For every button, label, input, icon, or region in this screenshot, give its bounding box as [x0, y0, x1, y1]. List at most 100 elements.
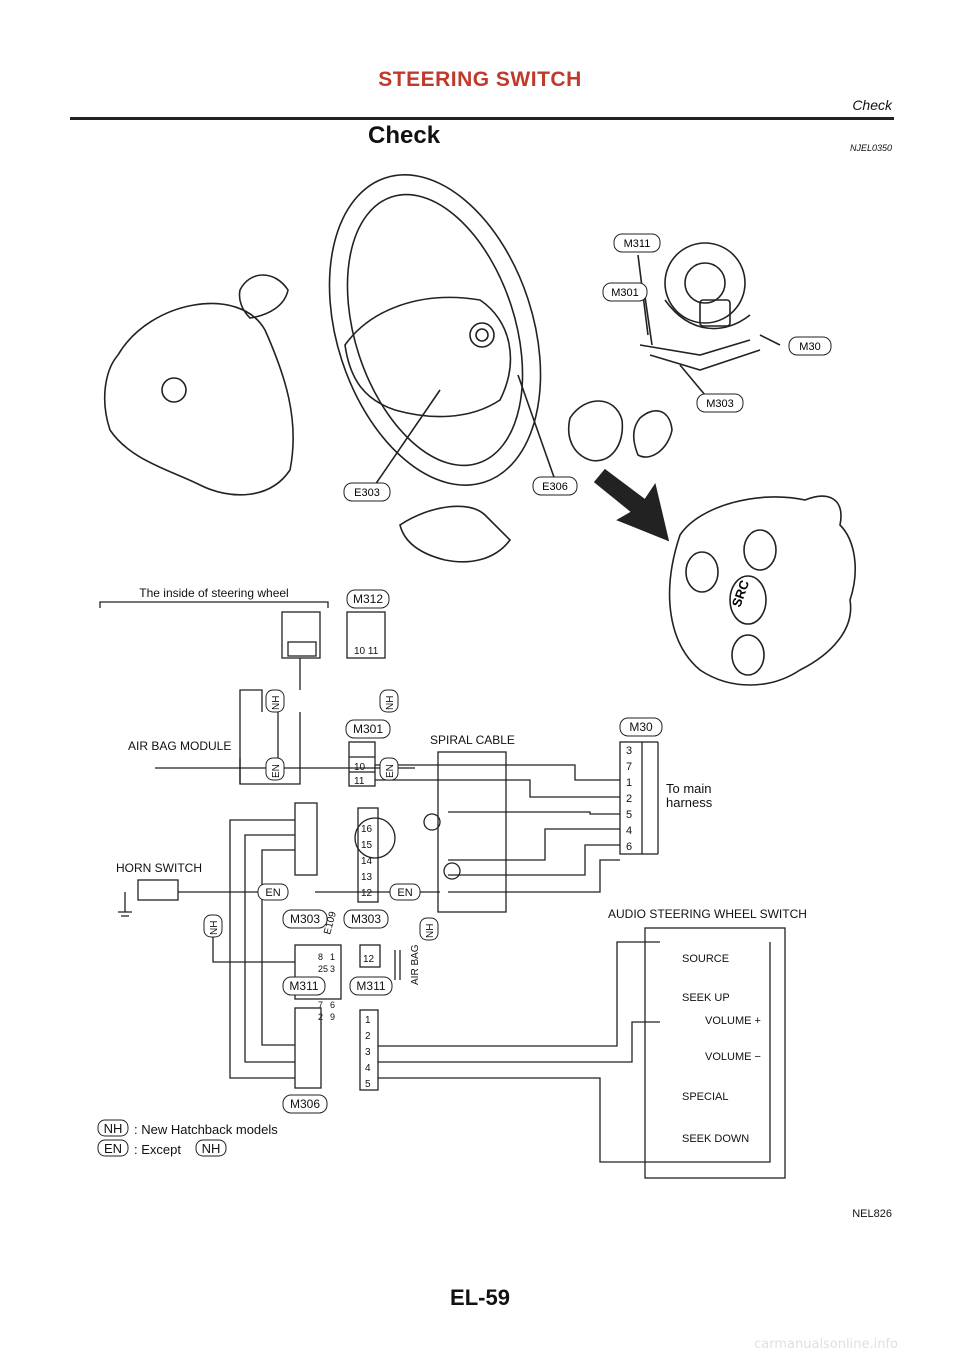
- m303-pins: 16 15 14 13 12: [361, 824, 373, 899]
- switch-piece-right: [632, 410, 673, 458]
- branch-en-horn: EN: [265, 887, 280, 899]
- audio-switch-volume-down: VOLUME −: [705, 1051, 761, 1063]
- steering-wheel-inner: [346, 193, 524, 467]
- svg-text:3: 3: [330, 964, 335, 974]
- svg-text:13: 13: [361, 872, 373, 883]
- callout-m301-top: M301: [611, 287, 639, 299]
- trim-cap: [238, 274, 289, 319]
- branch-en-horn-right: EN: [397, 887, 412, 899]
- svg-text:15: 15: [361, 840, 373, 851]
- svg-text:1: 1: [330, 952, 335, 962]
- branch-nh-horn: NH: [209, 921, 220, 935]
- src-button-label: SRC: [729, 578, 753, 609]
- legend-en-code: EN: [104, 1141, 122, 1156]
- section-code: NJEL0350: [849, 143, 892, 153]
- steering-wheel-rim: [328, 174, 542, 486]
- header-subtitle: Check: [852, 97, 892, 113]
- svg-text:6: 6: [330, 1000, 335, 1010]
- svg-text:2: 2: [626, 793, 632, 805]
- svg-text:12: 12: [361, 888, 373, 899]
- m311-pin-12: 12: [363, 954, 375, 965]
- audio-switch-seek-down: SEEK DOWN: [682, 1133, 749, 1145]
- svg-text:3: 3: [626, 745, 632, 757]
- legend-en-text: : Except: [134, 1142, 181, 1157]
- m311-pins: 8 25 1 3 7 2 6 9: [318, 952, 335, 1022]
- audio-switch-source: SOURCE: [682, 953, 729, 965]
- legend: NH : New Hatchback models EN : Except NH: [97, 1119, 278, 1157]
- m301-pin-10: 10: [354, 762, 366, 773]
- svg-text:4: 4: [626, 825, 632, 837]
- audio-switch-seek-up: SEEK UP: [682, 992, 730, 1004]
- branch-nh-spiral: NH: [385, 696, 396, 710]
- svg-text:1: 1: [626, 777, 632, 789]
- steering-wheel-hub: [344, 296, 512, 418]
- audio-switch-enlarged: [668, 495, 856, 686]
- callout-m30-top: M30: [799, 341, 820, 353]
- exploded-illustration: [103, 174, 856, 686]
- branch-nh-airbag-lower: NH: [425, 924, 436, 938]
- svg-text:7: 7: [318, 1000, 323, 1010]
- legend-nh-text: : New Hatchback models: [134, 1122, 278, 1137]
- to-main-harness-2: harness: [666, 795, 713, 810]
- svg-text:8: 8: [318, 952, 323, 962]
- svg-text:14: 14: [361, 856, 373, 867]
- svg-text:3: 3: [365, 1047, 371, 1058]
- svg-text:4: 4: [365, 1063, 371, 1074]
- airbag-cover: [103, 302, 294, 496]
- svg-text:16: 16: [361, 824, 373, 835]
- conn-m312: M312: [353, 592, 383, 606]
- m301-pin-11: 11: [354, 776, 365, 787]
- horn-switch-label: HORN SWITCH: [116, 861, 202, 875]
- clock-spring: [664, 242, 746, 324]
- callout-e303: E303: [354, 487, 380, 499]
- inside-label: The inside of steering wheel: [139, 586, 288, 600]
- branch-en-airbag: EN: [271, 764, 282, 778]
- conn-m306: M306: [290, 1097, 320, 1111]
- air-bag-module-label: AIR BAG MODULE: [128, 739, 231, 753]
- illustration-callouts: M311 M301 M30 M303 E303 E306 SRC: [343, 233, 832, 609]
- legend-nh-code: NH: [104, 1121, 123, 1136]
- conn-m303-right: M303: [351, 912, 381, 926]
- m306-pins: 1 2 3 4 5: [365, 1015, 371, 1090]
- conn-m311-left: M311: [289, 979, 318, 993]
- header-rule: [70, 117, 894, 120]
- svg-text:5: 5: [626, 809, 632, 821]
- section-title: Check: [368, 122, 441, 149]
- svg-text:6: 6: [626, 841, 632, 853]
- spiral-cable-label: SPIRAL CABLE: [430, 733, 515, 747]
- airbag-emblem: [161, 377, 187, 403]
- svg-text:1: 1: [365, 1015, 371, 1026]
- branch-en-spiral: EN: [385, 764, 396, 778]
- page-number: EL-59: [450, 1285, 510, 1310]
- callout-m303-top: M303: [706, 398, 734, 410]
- conn-m301: M301: [353, 722, 383, 736]
- wiring-labels: The inside of steering wheel SPIRAL CABL…: [116, 586, 807, 1145]
- conn-m30: M30: [629, 720, 653, 734]
- svg-text:9: 9: [330, 1012, 335, 1022]
- svg-text:2: 2: [318, 1012, 323, 1022]
- figure-id: NEL826: [852, 1208, 892, 1220]
- audio-switch-label: AUDIO STEERING WHEEL SWITCH: [608, 907, 807, 921]
- conn-m312-pins: 10 11: [354, 646, 379, 657]
- svg-text:5: 5: [365, 1079, 371, 1090]
- zoom-arrow: [593, 468, 670, 542]
- svg-text:2: 2: [365, 1031, 371, 1042]
- m30-pins: 3 7 1 2 5 4 6: [626, 745, 632, 853]
- legend-en-ref: NH: [202, 1141, 221, 1156]
- to-main-harness-1: To main: [666, 781, 712, 796]
- conn-m303-left: M303: [290, 912, 320, 926]
- wiring-diagram: [99, 601, 786, 1179]
- header-title: STEERING SWITCH: [378, 68, 582, 91]
- air-bag-label: AIR BAG: [410, 944, 421, 985]
- audio-switch-list: SOURCE SEEK UP VOLUME + VOLUME − SPECIAL…: [682, 953, 761, 1145]
- switch-piece-left: [568, 400, 624, 462]
- callout-m311-top: M311: [624, 238, 651, 250]
- watermark: carmanualsonline.info: [754, 1337, 898, 1352]
- lower-cover: [399, 505, 512, 563]
- branch-nh-airbag: NH: [271, 696, 282, 710]
- callout-e306: E306: [542, 481, 568, 493]
- audio-switch-special: SPECIAL: [682, 1091, 728, 1103]
- steering-column-bore: [469, 322, 495, 348]
- conn-m311-right: M311: [356, 979, 385, 993]
